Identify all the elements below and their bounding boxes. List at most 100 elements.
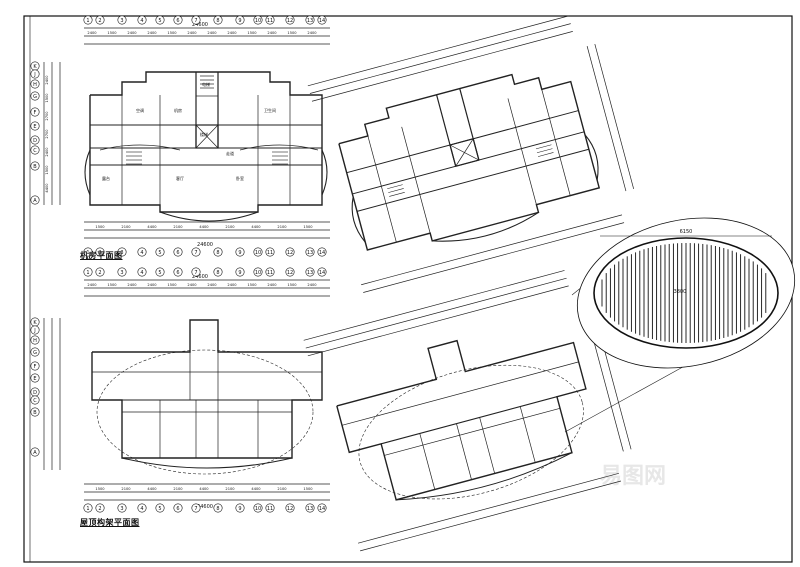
svg-text:A: A xyxy=(33,198,37,204)
svg-text:12: 12 xyxy=(287,250,293,256)
axis-bubble-col: 3 xyxy=(117,247,127,257)
svg-text:2: 2 xyxy=(98,270,101,276)
svg-text:4: 4 xyxy=(140,18,143,24)
svg-text:9: 9 xyxy=(238,18,241,24)
dimension-segments: 2400 2400 1500 1500 2400 2400 2400 2400 1500 1500… xyxy=(45,31,317,491)
dimension-text: 4400 xyxy=(251,225,261,229)
axis-bubble-col: 6 xyxy=(173,247,183,257)
svg-text:8: 8 xyxy=(216,18,219,24)
axis-bubble-col: 14 xyxy=(317,503,327,513)
axis-bubble-col: 7 xyxy=(191,247,201,257)
dimension-text: 2400 xyxy=(227,283,237,287)
svg-text:13: 13 xyxy=(307,18,313,24)
svg-text:5: 5 xyxy=(158,18,161,24)
axis-bubble-col: 2 xyxy=(95,15,105,25)
axis-bubble-row: A xyxy=(30,195,40,205)
axis-bubble-row: H xyxy=(30,79,40,89)
dimension-text: 1500 xyxy=(287,283,297,287)
axis-bubble-row: C xyxy=(30,145,40,155)
dimension-text: 2400 xyxy=(307,31,317,35)
svg-text:11: 11 xyxy=(267,506,273,512)
dimension-text: 2400 xyxy=(267,283,277,287)
dimension-text: 2400 xyxy=(267,31,277,35)
svg-text:4: 4 xyxy=(140,270,143,276)
dimension-text: 4400 xyxy=(251,487,261,491)
detail-height-label: 3800 xyxy=(674,289,687,295)
axis-bubble-row: D xyxy=(30,387,40,397)
svg-text:11: 11 xyxy=(267,270,273,276)
dimension-text: 2400 xyxy=(127,283,137,287)
dimension-text: 2400 xyxy=(187,31,197,35)
dimension-text: 2400 xyxy=(187,283,197,287)
axis-bubble-col: 6 xyxy=(173,15,183,25)
svg-text:9: 9 xyxy=(238,506,241,512)
svg-text:5: 5 xyxy=(158,506,161,512)
axis-bubble-col: 1 xyxy=(83,15,93,25)
svg-text:6: 6 xyxy=(176,270,179,276)
machine-room-plan-left xyxy=(43,27,330,239)
svg-text:5: 5 xyxy=(158,250,161,256)
dimension-text: 2400 xyxy=(127,31,137,35)
axis-bubble-row: F xyxy=(30,107,40,117)
axis-bubble-col: 1 xyxy=(83,503,93,513)
dimension-text: 1500 xyxy=(303,487,313,491)
axis-bubble-col: 11 xyxy=(265,15,275,25)
svg-text:F: F xyxy=(34,364,37,370)
svg-text:K: K xyxy=(33,64,37,70)
axis-bubble-col: 12 xyxy=(285,267,295,277)
svg-text:6: 6 xyxy=(176,250,179,256)
svg-text:2: 2 xyxy=(98,250,101,256)
svg-text:3: 3 xyxy=(120,506,123,512)
axis-bubble-col: 13 xyxy=(305,503,315,513)
dimension-text: 2400 xyxy=(147,283,157,287)
svg-text:H: H xyxy=(33,82,37,88)
dimension-text: 1500 xyxy=(107,31,117,35)
dimension-text: 2400 xyxy=(307,283,317,287)
axis-bubble-col: 9 xyxy=(235,267,245,277)
dimension-text: 4400 xyxy=(147,487,157,491)
dimension-text: 2100 xyxy=(277,225,287,229)
svg-text:E: E xyxy=(33,124,36,130)
axis-bubble-col: 7 xyxy=(191,15,201,25)
axis-bubble-col: 4 xyxy=(137,503,147,513)
axis-bubble-row: G xyxy=(30,347,40,357)
axis-bubble-col: 10 xyxy=(253,15,263,25)
axis-bubble-col: 5 xyxy=(155,247,165,257)
svg-text:G: G xyxy=(33,94,37,100)
axis-bubble-row: E xyxy=(30,121,40,131)
room-label: 卫生间 xyxy=(264,107,276,113)
svg-text:6: 6 xyxy=(176,18,179,24)
dimension-text: 4400 xyxy=(45,183,49,193)
svg-text:4: 4 xyxy=(140,250,143,256)
svg-text:5: 5 xyxy=(158,270,161,276)
svg-text:J: J xyxy=(33,328,35,334)
axis-bubble-col: 6 xyxy=(173,503,183,513)
svg-text:8: 8 xyxy=(216,250,219,256)
axis-bubble-col: 9 xyxy=(235,15,245,25)
axis-bubble-row: K xyxy=(30,317,40,327)
dimension-text: 4400 xyxy=(199,225,209,229)
svg-text:9: 9 xyxy=(238,250,241,256)
axis-bubble-row: A xyxy=(30,447,40,457)
axis-bubble-col: 10 xyxy=(253,267,263,277)
dimension-text: 2100 xyxy=(173,225,183,229)
axis-bubble-col: 1 xyxy=(83,247,93,257)
svg-text:4: 4 xyxy=(140,506,143,512)
svg-text:D: D xyxy=(33,390,37,396)
dimension-text: 4400 xyxy=(147,225,157,229)
axis-bubble-col: 8 xyxy=(213,247,223,257)
dimension-text: 2700 xyxy=(45,129,49,139)
dimension-text: 1500 xyxy=(247,31,257,35)
svg-text:1: 1 xyxy=(86,250,89,256)
svg-text:13: 13 xyxy=(307,250,313,256)
detail-width-label: 6150 xyxy=(680,229,693,235)
dimension-text: 1500 xyxy=(247,283,257,287)
axis-bubble-row: B xyxy=(30,407,40,417)
svg-text:G: G xyxy=(33,350,37,356)
dimension-text: 2400 xyxy=(45,75,49,85)
top-total-dimension: 24600 xyxy=(192,22,208,28)
svg-text:C: C xyxy=(33,148,37,154)
